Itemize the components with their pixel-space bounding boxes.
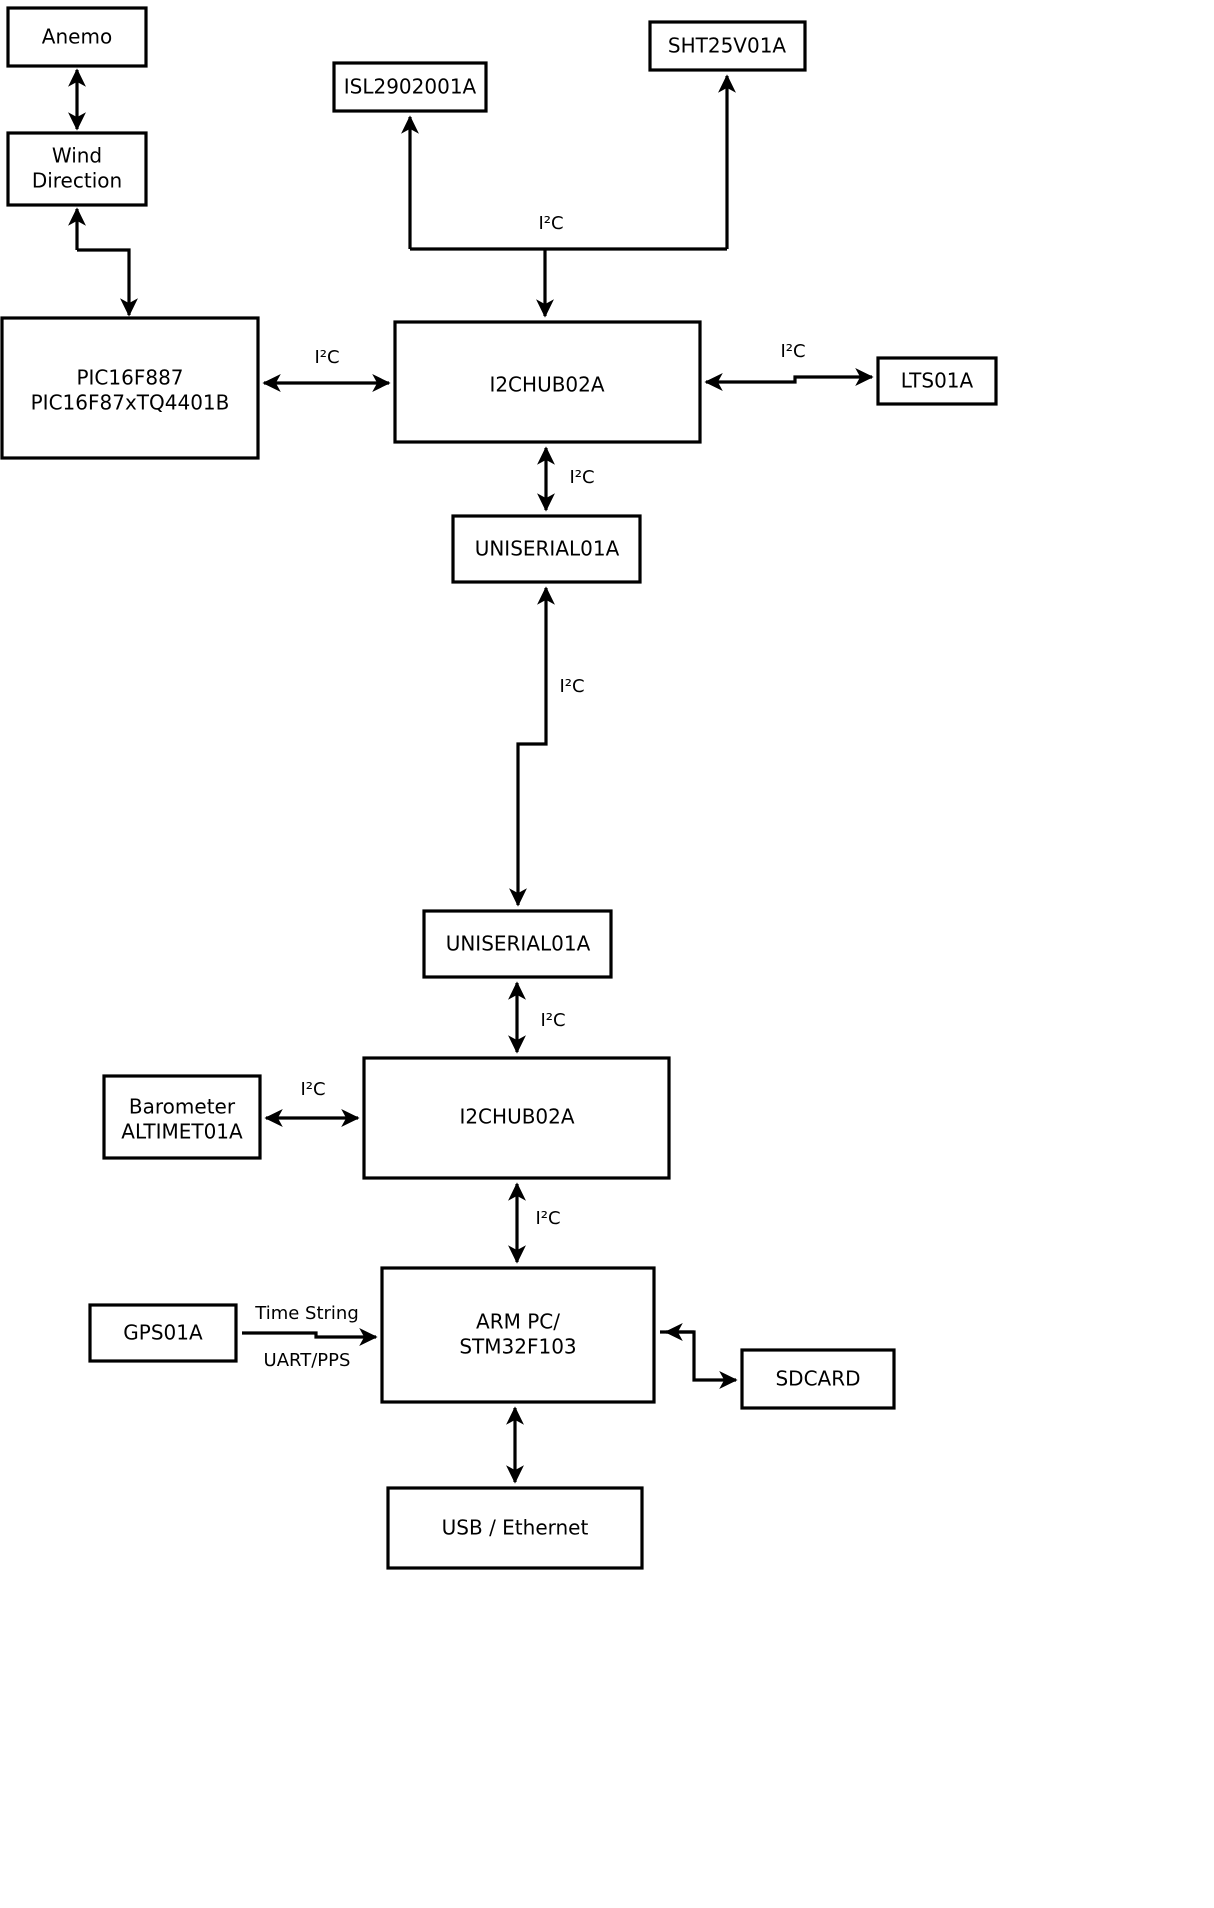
- node-isl2902001a-label: ISL2902001A: [344, 75, 477, 99]
- node-sdcard-label: SDCARD: [775, 1367, 860, 1391]
- node-uniserial01a-top[interactable]: UNISERIAL01A: [451, 514, 642, 584]
- edge-label-i2c-pic-hub: I²C: [314, 347, 339, 368]
- node-arm-pc-label-line1: ARM PC/: [476, 1310, 560, 1334]
- edge-label-i2c-hub-arm: I²C: [535, 1208, 560, 1229]
- node-sht25v01a[interactable]: SHT25V01A: [648, 20, 807, 72]
- node-uniserial01a-bottom[interactable]: UNISERIAL01A: [422, 909, 613, 979]
- node-arm-pc-label-line2: STM32F103: [459, 1335, 576, 1359]
- node-wind-direction-label-line2: Direction: [32, 169, 122, 193]
- edge-arm-to-sdcard: [660, 1330, 738, 1389]
- node-usb-ethernet-label: USB / Ethernet: [442, 1516, 589, 1540]
- edges: [68, 68, 874, 1484]
- edge-label-time-string: Time String: [254, 1303, 359, 1324]
- node-i2chub02a-bottom-label: I2CHUB02A: [459, 1105, 574, 1129]
- node-pic16f887-label-line2: PIC16F87xTQ4401B: [31, 391, 230, 415]
- node-lts01a-label: LTS01A: [901, 369, 974, 393]
- node-i2chub02a-bottom[interactable]: I2CHUB02A: [362, 1056, 671, 1180]
- node-arm-pc[interactable]: ARM PC/ STM32F103: [380, 1266, 656, 1404]
- node-gps01a[interactable]: GPS01A: [88, 1303, 238, 1363]
- nodes: Anemo Wind Direction ISL2902001A SHT25V0…: [0, 6, 998, 1570]
- node-anemo[interactable]: Anemo: [6, 6, 148, 68]
- edge-hub-top-to-lts01a: [704, 368, 874, 391]
- node-uniserial01a-bottom-label: UNISERIAL01A: [446, 932, 591, 956]
- edge-uniserial-link: [509, 586, 555, 907]
- edge-label-i2c-hub-uniserial: I²C: [569, 467, 594, 488]
- edge-labels: I²C I²C I²C I²C I²C I²C I²C I²C Time Str…: [254, 213, 805, 1371]
- node-wind-direction[interactable]: Wind Direction: [6, 131, 148, 207]
- node-isl2902001a[interactable]: ISL2902001A: [332, 61, 488, 113]
- node-anemo-label: Anemo: [42, 25, 112, 49]
- edge-label-i2c-uniserial-hub: I²C: [540, 1010, 565, 1031]
- edge-label-i2c-bus-top: I²C: [538, 213, 563, 234]
- node-i2chub02a-top[interactable]: I2CHUB02A: [393, 320, 702, 444]
- edge-label-i2c-uniserial-link: I²C: [559, 676, 584, 697]
- edge-label-i2c-barometer-hub: I²C: [300, 1079, 325, 1100]
- node-pic16f887[interactable]: PIC16F887 PIC16F87xTQ4401B: [0, 316, 260, 460]
- node-lts01a[interactable]: LTS01A: [876, 356, 998, 406]
- edge-gps-to-arm: [242, 1328, 378, 1346]
- node-wind-direction-label-line1: Wind: [52, 144, 102, 168]
- node-barometer-label-line2: ALTIMET01A: [121, 1120, 243, 1144]
- edge-label-uart-pps: UART/PPS: [264, 1350, 351, 1371]
- node-sht25v01a-label: SHT25V01A: [668, 34, 787, 58]
- node-uniserial01a-top-label: UNISERIAL01A: [475, 537, 620, 561]
- node-i2chub02a-top-label: I2CHUB02A: [489, 373, 604, 397]
- edge-winddir-pic-elbow: [77, 248, 138, 317]
- node-barometer-altimet01a[interactable]: Barometer ALTIMET01A: [102, 1074, 262, 1160]
- node-sdcard[interactable]: SDCARD: [740, 1348, 896, 1410]
- edge-label-i2c-hub-lts: I²C: [780, 341, 805, 362]
- node-gps01a-label: GPS01A: [123, 1321, 203, 1345]
- node-usb-ethernet[interactable]: USB / Ethernet: [386, 1486, 644, 1570]
- node-barometer-label-line1: Barometer: [129, 1095, 236, 1119]
- node-pic16f887-label-line1: PIC16F887: [76, 366, 183, 390]
